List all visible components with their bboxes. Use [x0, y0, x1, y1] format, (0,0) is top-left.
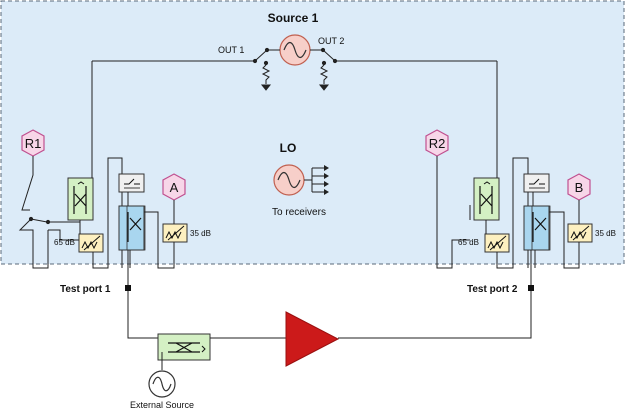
- left-test-attenuator-label: 35 dB: [190, 229, 211, 238]
- out2-label: OUT 2: [318, 36, 344, 46]
- source-title: Source 1: [268, 11, 319, 25]
- receiver-r1-label: R1: [25, 136, 42, 151]
- r1-switch: [18, 156, 81, 269]
- r2-wiring: [436, 156, 471, 269]
- receiver-a-label: A: [170, 180, 179, 195]
- left-ref-attenuator-label: 65 dB: [54, 238, 75, 247]
- test-port-1-label: Test port 1: [60, 284, 111, 295]
- right-test-switch-icon: [523, 173, 550, 193]
- amplifier-icon: [285, 311, 340, 367]
- receiver-b-label: B: [575, 180, 584, 195]
- right-ref-coupler-icon: [473, 177, 500, 221]
- instrument-panel: [0, 0, 625, 265]
- left-ref-coupler-icon: [67, 177, 94, 221]
- test-port-2-label: Test port 2: [467, 284, 518, 295]
- lo-caption: To receivers: [272, 207, 326, 218]
- out1-switch: [92, 47, 280, 91]
- external-coupler-icon: [157, 333, 211, 361]
- receiver-r2-label: R2: [429, 136, 446, 151]
- left-test-switch-icon: [118, 173, 145, 193]
- out1-label: OUT 1: [218, 45, 244, 55]
- left-test-coupler-icon: [118, 205, 146, 251]
- left-test-attenuator-icon: [162, 223, 188, 243]
- receiver-a-icon: A: [162, 173, 186, 201]
- test-port-2-connector: [528, 285, 534, 291]
- source-1-icon: [279, 34, 311, 66]
- right-ref-attenuator-label: 65 dB: [458, 238, 479, 247]
- right-ref-attenuator-icon: [484, 233, 510, 253]
- receiver-b-icon: B: [567, 173, 591, 201]
- right-test-attenuator-label: 35 dB: [595, 229, 616, 238]
- out2-switch: [310, 47, 497, 91]
- receiver-r2-icon: R2: [425, 129, 449, 157]
- lo-title: LO: [280, 141, 297, 155]
- test-port-1-connector: [125, 285, 131, 291]
- external-source-icon: [148, 370, 176, 398]
- left-ref-attenuator-icon: [78, 233, 104, 253]
- right-test-attenuator-icon: [567, 223, 593, 243]
- receiver-r1-icon: R1: [21, 129, 45, 157]
- right-test-coupler-icon: [523, 205, 551, 251]
- lo-icon: [273, 164, 329, 196]
- external-source-label: External Source: [130, 400, 194, 410]
